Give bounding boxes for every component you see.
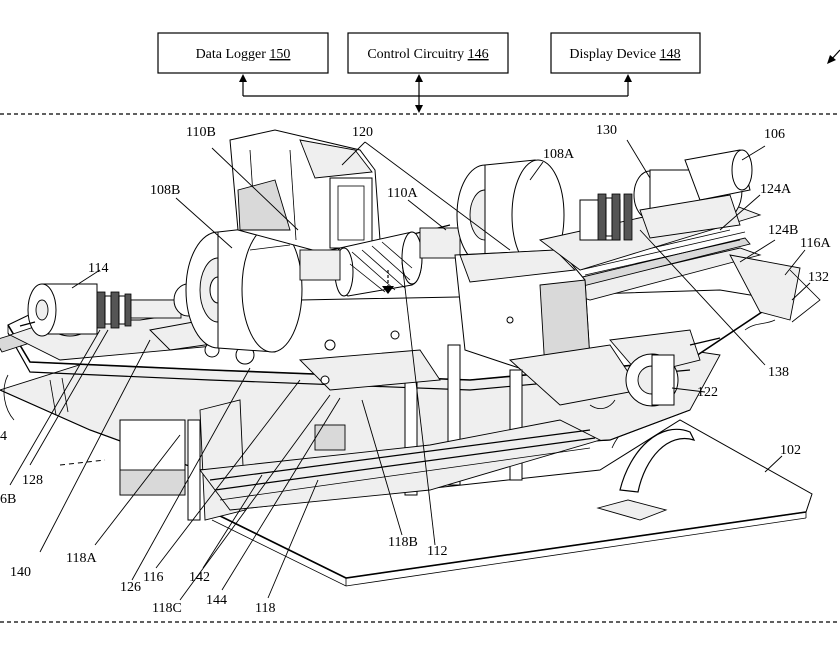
display-device-text: Display Device 148 [569, 47, 680, 62]
reference-arrow [827, 49, 840, 64]
label-118C: 118C [152, 601, 182, 616]
upper-left-housing [229, 129, 381, 253]
display-device-box: Display Device 148 [550, 32, 701, 74]
test-rig-drawing [0, 129, 821, 587]
label-124B: 124B [768, 223, 798, 238]
label-118A: 118A [66, 551, 97, 566]
lower-right-housing [454, 249, 641, 406]
label-124A: 124A [760, 182, 792, 197]
label-128: 128 [22, 473, 43, 488]
reference-numerals: 110B 120 130 106 108A 108B 110A 124A 124… [0, 123, 831, 616]
specimen-112 [299, 224, 461, 297]
linear-stage-118 [119, 349, 602, 511]
label-108A: 108A [543, 147, 575, 162]
label-102: 102 [780, 443, 801, 458]
system-boundary [0, 113, 840, 623]
label-116A: 116A [800, 236, 831, 251]
label-114: 114 [88, 261, 108, 276]
label-108B: 108B [150, 183, 180, 198]
left-drum-108B [185, 225, 303, 353]
label-122: 122 [697, 385, 718, 400]
side-motor-122 [609, 329, 721, 407]
label-132: 132 [808, 270, 829, 285]
label-112: 112 [427, 544, 447, 559]
leader-lines [9, 139, 811, 601]
details [3, 316, 776, 466]
label-116: 116 [143, 570, 163, 585]
label-140: 140 [10, 565, 31, 580]
label-142: 142 [189, 570, 210, 585]
label-110B: 110B [186, 125, 216, 140]
label-138: 138 [768, 365, 789, 380]
label-106: 106 [764, 127, 785, 142]
data-logger-box: Data Logger 150 [157, 32, 329, 74]
data-logger-text: Data Logger 150 [196, 47, 291, 62]
label-118B: 118B [388, 535, 418, 550]
label-4: 4 [0, 429, 7, 444]
label-130: 130 [596, 123, 617, 138]
control-circuitry-text: Control Circuitry 146 [367, 47, 488, 62]
label-144: 144 [206, 593, 227, 608]
right-motor-106 [538, 149, 762, 271]
block-connectors [239, 74, 632, 113]
control-circuitry-box: Control Circuitry 146 [347, 32, 509, 74]
label-118: 118 [255, 601, 275, 616]
label-126: 126 [120, 580, 141, 595]
label-6B: 6B [0, 492, 16, 507]
label-120: 120 [352, 125, 373, 140]
label-110A: 110A [387, 186, 418, 201]
